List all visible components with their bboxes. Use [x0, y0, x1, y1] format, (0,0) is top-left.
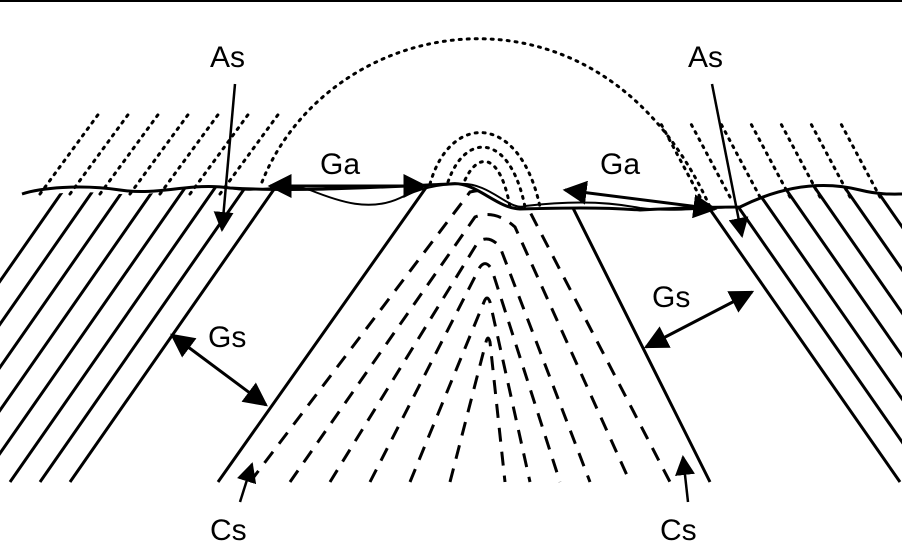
as-left-arrow — [213, 83, 237, 232]
left-limb-bed-line — [38, 183, 272, 483]
eroded-left-bed-dotted — [128, 110, 192, 196]
eroded-left-bed-dotted — [68, 110, 132, 196]
right-limb-bed-line — [818, 183, 902, 483]
ga-right-arrow — [562, 180, 718, 219]
ground-surface-line — [21, 182, 902, 212]
label-as-right: As — [688, 41, 723, 74]
eroded-left-bed-dotted — [188, 110, 252, 196]
label-gs-right: Gs — [652, 281, 690, 314]
label-gs-left: Gs — [208, 321, 246, 354]
cs-right-arrow — [675, 455, 695, 503]
eroded-right-bed-dotted — [748, 120, 792, 199]
core-dashed-bed — [288, 213, 632, 483]
left-limb-bed-line — [0, 183, 92, 483]
right-limb-bed-line — [698, 183, 902, 483]
gs-right-arrow — [643, 290, 755, 349]
as-right-arrow — [710, 83, 749, 238]
label-cs-right: Cs — [660, 514, 697, 547]
left-limb-bed-line — [0, 183, 152, 483]
right-limb-bed-line — [788, 183, 902, 483]
left-limb-bed-line — [68, 183, 302, 483]
eroded-left-bed-dotted — [158, 110, 222, 196]
right-limb-bed-line — [728, 183, 902, 483]
eroded-crest-arc-small-2 — [446, 145, 527, 209]
core-dashed-bed — [368, 262, 562, 483]
left-limb-bed-line — [0, 183, 122, 483]
right-limb-bed-line — [848, 183, 902, 483]
left-limb-bed-line — [8, 183, 242, 483]
eroded-crest-arc-small-3 — [463, 160, 512, 209]
eroded-right-bed-dotted — [658, 120, 702, 199]
eroded-left-bed-dotted — [98, 110, 162, 196]
eroded-right-bed-dotted — [688, 120, 732, 199]
eroded-right-bed-dotted — [838, 120, 882, 199]
eroded-crest-arc-large — [260, 37, 712, 209]
left-limb-bed-line — [0, 183, 212, 483]
label-as-left: As — [210, 41, 245, 74]
eroded-left-bed-dotted — [218, 110, 282, 196]
core-dashed-bed — [448, 336, 507, 483]
core-left-boundary — [216, 183, 432, 483]
cs-left-arrow — [237, 462, 257, 503]
eroded-strata-dotted — [38, 37, 882, 209]
label-cs-left: Cs — [210, 514, 247, 547]
label-ga-right: Ga — [600, 148, 640, 181]
label-ga-left: Ga — [320, 148, 360, 181]
core-dashed-bed — [328, 237, 592, 483]
core-dashed-bed — [408, 296, 532, 483]
eroded-right-bed-dotted — [718, 120, 762, 199]
right-limb-bed-line — [758, 183, 902, 483]
gs-left-arrow — [170, 333, 268, 407]
eroded-left-bed-dotted — [38, 110, 102, 196]
left-limb-bed-line — [0, 183, 182, 483]
ground-surface-wavy-detail — [229, 182, 741, 211]
core-dashed-bed — [248, 188, 672, 483]
eroded-crest-arc-small-1 — [428, 131, 542, 209]
eroded-right-bed-dotted — [778, 120, 822, 199]
eroded-right-bed-dotted — [808, 120, 852, 199]
core-right-boundary — [568, 201, 712, 483]
subsurface-strata — [0, 183, 902, 483]
